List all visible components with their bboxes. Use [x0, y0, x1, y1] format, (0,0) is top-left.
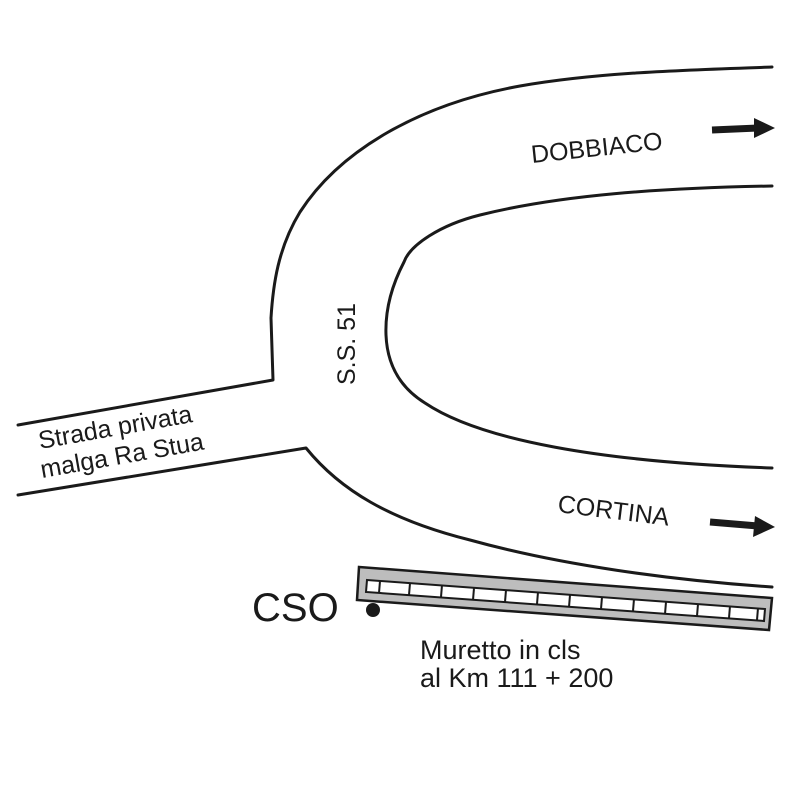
road-outer-edge-top — [16, 65, 774, 427]
concrete-wall — [355, 565, 774, 632]
direction-label-cortina: CORTINA — [556, 490, 671, 531]
main-road-label: S.S. 51 — [333, 303, 361, 385]
wall-caption-line2: al Km 111 + 200 — [420, 663, 613, 693]
road-network — [16, 65, 774, 589]
dot-marker-icon — [366, 603, 380, 617]
right-arrow-icon — [711, 118, 775, 138]
road-outer-edge-bottom — [16, 446, 774, 589]
wall-caption-line1: Muretto in cls — [420, 635, 581, 665]
right-arrow-icon — [709, 516, 775, 537]
direction-label-dobbiaco: DOBBIACO — [530, 127, 664, 169]
station-label: CSO — [252, 586, 339, 630]
wall-rail-ties — [378, 580, 759, 621]
road-inner-edge — [384, 184, 774, 470]
